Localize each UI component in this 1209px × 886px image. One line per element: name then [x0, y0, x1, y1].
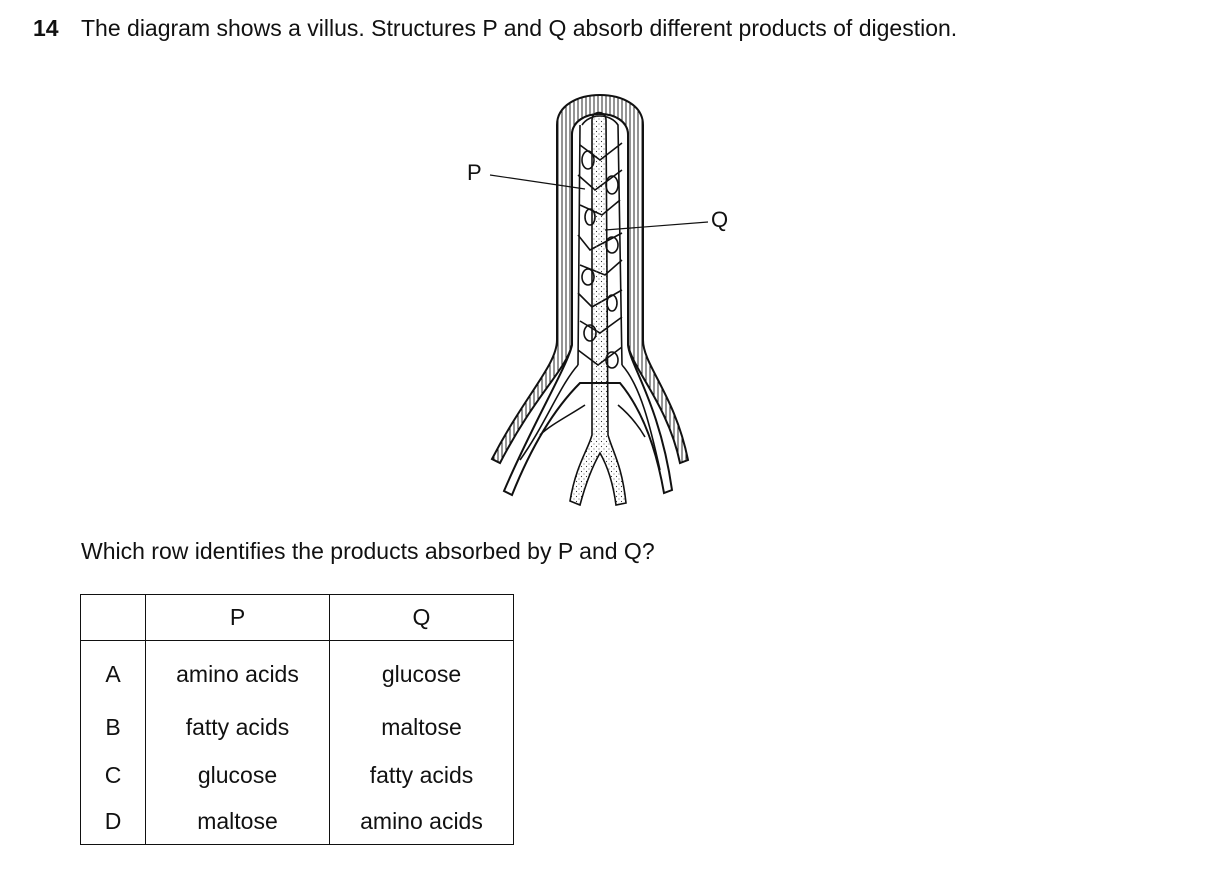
cell-p: maltose	[145, 799, 330, 845]
row-key: C	[80, 751, 146, 799]
cell-q: amino acids	[329, 799, 514, 845]
answer-table: P Q A amino acids glucose B fatty acids …	[80, 594, 514, 845]
q-leader-line	[604, 221, 709, 231]
table-row: D maltose amino acids	[80, 799, 514, 845]
cell-q: maltose	[329, 703, 514, 751]
capillary-network	[519, 115, 661, 471]
header-cell-p: P	[145, 594, 330, 641]
p-leader-line	[489, 174, 586, 190]
cell-q: glucose	[329, 640, 514, 703]
villus-diagram	[489, 94, 709, 507]
label-q: Q	[711, 207, 729, 232]
question-text: The diagram shows a villus. Structures P…	[81, 15, 958, 41]
table-row: C glucose fatty acids	[80, 751, 514, 799]
cell-q: fatty acids	[329, 751, 514, 799]
cell-p: fatty acids	[145, 703, 330, 751]
header-cell-q: Q	[329, 594, 514, 641]
question-number: 14	[33, 15, 59, 41]
label-p: P	[467, 160, 482, 185]
table-header-row: P Q	[80, 594, 514, 641]
cell-p: amino acids	[145, 640, 330, 703]
question-prompt: Which row identifies the products absorb…	[81, 538, 655, 564]
lacteal	[569, 111, 627, 507]
villus-core	[502, 113, 674, 497]
row-key: B	[80, 703, 146, 751]
table-row: A amino acids glucose	[80, 640, 514, 703]
row-key: D	[80, 799, 146, 845]
row-key: A	[80, 640, 146, 703]
cell-p: glucose	[145, 751, 330, 799]
table-row: B fatty acids maltose	[80, 703, 514, 751]
header-cell-key	[80, 594, 146, 641]
